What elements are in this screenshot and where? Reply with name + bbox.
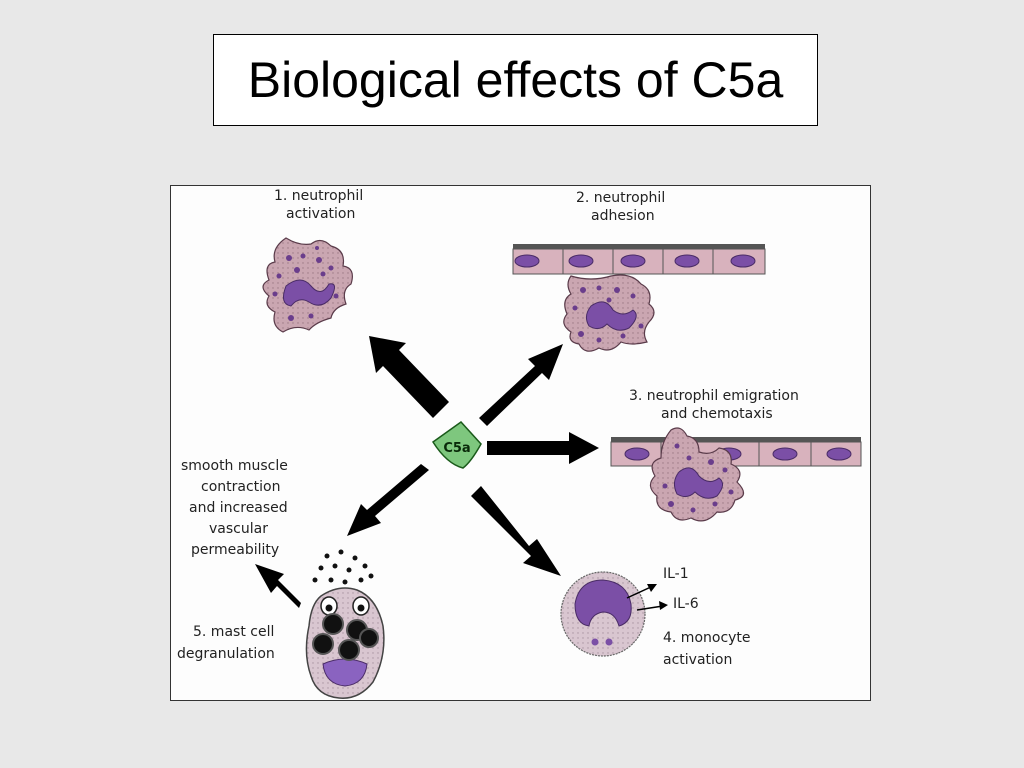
mast-cell [305, 549, 385, 699]
monocyte-activation-label: 4. monocyte activation [663, 630, 751, 668]
mast-cell-label: 5. mast cell degranulation [177, 624, 275, 662]
il6-label: IL-6 [673, 596, 699, 612]
effect2-line1: 2. neutrophil [576, 190, 665, 206]
diagram-canvas: 1. neutrophil activation 2. neutrophil a… [177, 188, 862, 699]
sm-line4: vascular [209, 521, 268, 537]
effect3-line1: 3. neutrophil emigration [629, 388, 799, 404]
neutrophil-emigration-label: 3. neutrophil emigration and chemotaxis [629, 388, 799, 422]
arrow-mast-to-smooth [255, 564, 301, 608]
title-box: Biological effects of C5a [213, 34, 818, 126]
neutrophil-activation-label: 1. neutrophil activation [274, 188, 363, 222]
sm-line1: smooth muscle [181, 458, 288, 474]
released-granules [312, 549, 374, 585]
endothelium-emigration [610, 437, 862, 467]
arrow-to-adhesion [479, 344, 563, 426]
effect3-line2: and chemotaxis [661, 406, 773, 422]
emigrating-neutrophil-cell [649, 427, 745, 522]
smooth-muscle-label: smooth muscle contraction and increased … [181, 458, 288, 558]
mast-line1: 5. mast cell [193, 624, 274, 640]
c5a-badge: C5a [431, 421, 482, 469]
effect1-line1: 1. neutrophil [274, 188, 363, 204]
sm-line5: permeability [191, 542, 279, 558]
mast-line2: degranulation [177, 646, 275, 662]
effect2-line2: adhesion [591, 208, 655, 224]
effect1-line2: activation [286, 206, 355, 222]
sm-line2: contraction [201, 479, 280, 495]
neutrophil-adhesion-label: 2. neutrophil adhesion [576, 190, 665, 224]
il1-label: IL-1 [663, 566, 689, 582]
slide-title: Biological effects of C5a [247, 52, 784, 108]
arrow-to-smooth-muscle [347, 464, 429, 536]
adherent-neutrophil-cell [563, 274, 655, 352]
diagram-figure: 1. neutrophil activation 2. neutrophil a… [170, 185, 871, 701]
activated-neutrophil-cell [262, 237, 353, 333]
arrow-to-emigration [487, 432, 599, 464]
arrow-to-activation [369, 336, 449, 418]
effect4-line1: 4. monocyte [663, 630, 751, 646]
monocyte-cell [560, 571, 646, 657]
endothelium-adhesion [512, 244, 766, 275]
sm-line3: and increased [189, 500, 288, 516]
cytokine-arrows [626, 584, 668, 611]
arrow-to-monocyte [471, 486, 561, 576]
c5a-label: C5a [443, 441, 470, 456]
effect4-line2: activation [663, 652, 732, 668]
